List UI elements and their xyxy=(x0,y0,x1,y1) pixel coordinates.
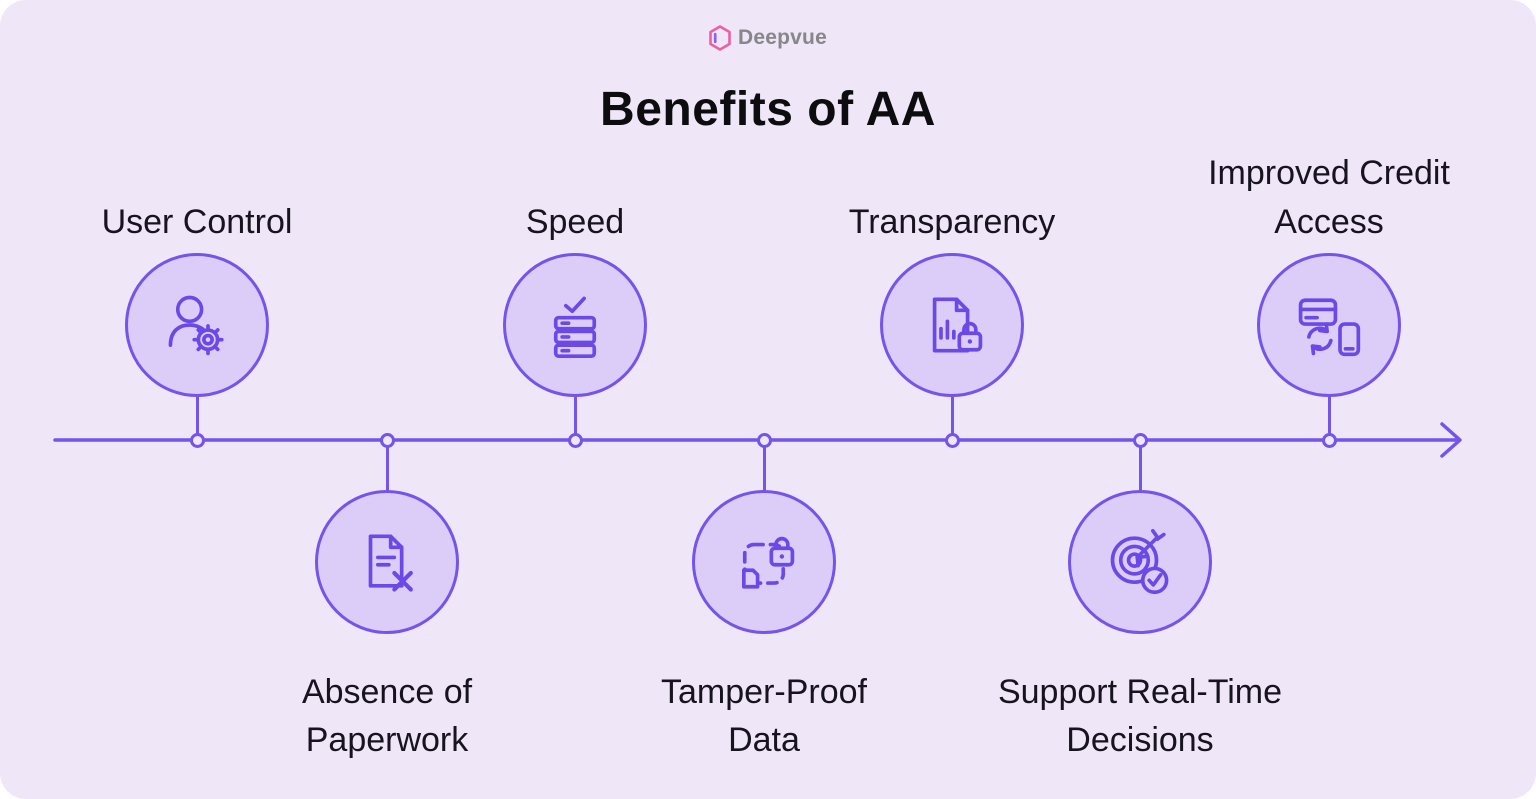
connector-stem xyxy=(950,396,954,442)
item-label: Support Real-Time Decisions xyxy=(997,673,1283,760)
connector-stem xyxy=(762,440,766,492)
timeline-node-dot xyxy=(189,432,205,448)
timeline-node-dot xyxy=(1321,432,1337,448)
brand-logo: Deepvue xyxy=(0,25,1536,51)
page-title: Benefits of AA xyxy=(600,83,936,136)
connector-stem xyxy=(573,396,577,442)
icon-circle xyxy=(315,490,459,634)
timeline-node-dot xyxy=(944,432,960,448)
item-label: Tamper-Proof Data xyxy=(661,673,867,760)
connector-stem xyxy=(195,396,199,442)
logo-text: Deepvue xyxy=(738,26,827,49)
server-stack-check-icon xyxy=(553,296,597,358)
icon-circle xyxy=(692,490,836,634)
icon-circle xyxy=(125,253,269,397)
timeline-node-dot xyxy=(567,432,583,448)
connector-stem xyxy=(1138,440,1142,492)
item-label: Transparency xyxy=(848,202,1056,241)
icon-circle xyxy=(503,253,647,397)
card-phone-transfer-icon xyxy=(1298,298,1361,357)
connector-stem xyxy=(385,440,389,492)
deepvue-hexagon-logo-icon xyxy=(709,25,731,51)
timeline-arrowhead-icon xyxy=(1440,422,1462,458)
item-label: Improved Credit Access xyxy=(1208,154,1450,241)
icon-circle xyxy=(880,253,1024,397)
timeline-node-dot xyxy=(756,432,772,448)
item-label: User Control xyxy=(101,202,293,241)
target-dart-check-icon xyxy=(1110,529,1169,595)
icon-circle xyxy=(1068,490,1212,634)
document-cross-icon xyxy=(368,534,413,592)
document-chart-lock-icon xyxy=(932,297,983,353)
dashed-frame-lock-icon xyxy=(742,536,795,589)
connector-stem xyxy=(1327,396,1331,442)
item-label: Absence of Paperwork xyxy=(301,673,473,760)
user-with-gear-icon xyxy=(168,295,224,356)
item-label: Speed xyxy=(525,202,625,241)
timeline-node-dot xyxy=(379,432,395,448)
timeline-node-dot xyxy=(1132,432,1148,448)
icon-circle xyxy=(1257,253,1401,397)
